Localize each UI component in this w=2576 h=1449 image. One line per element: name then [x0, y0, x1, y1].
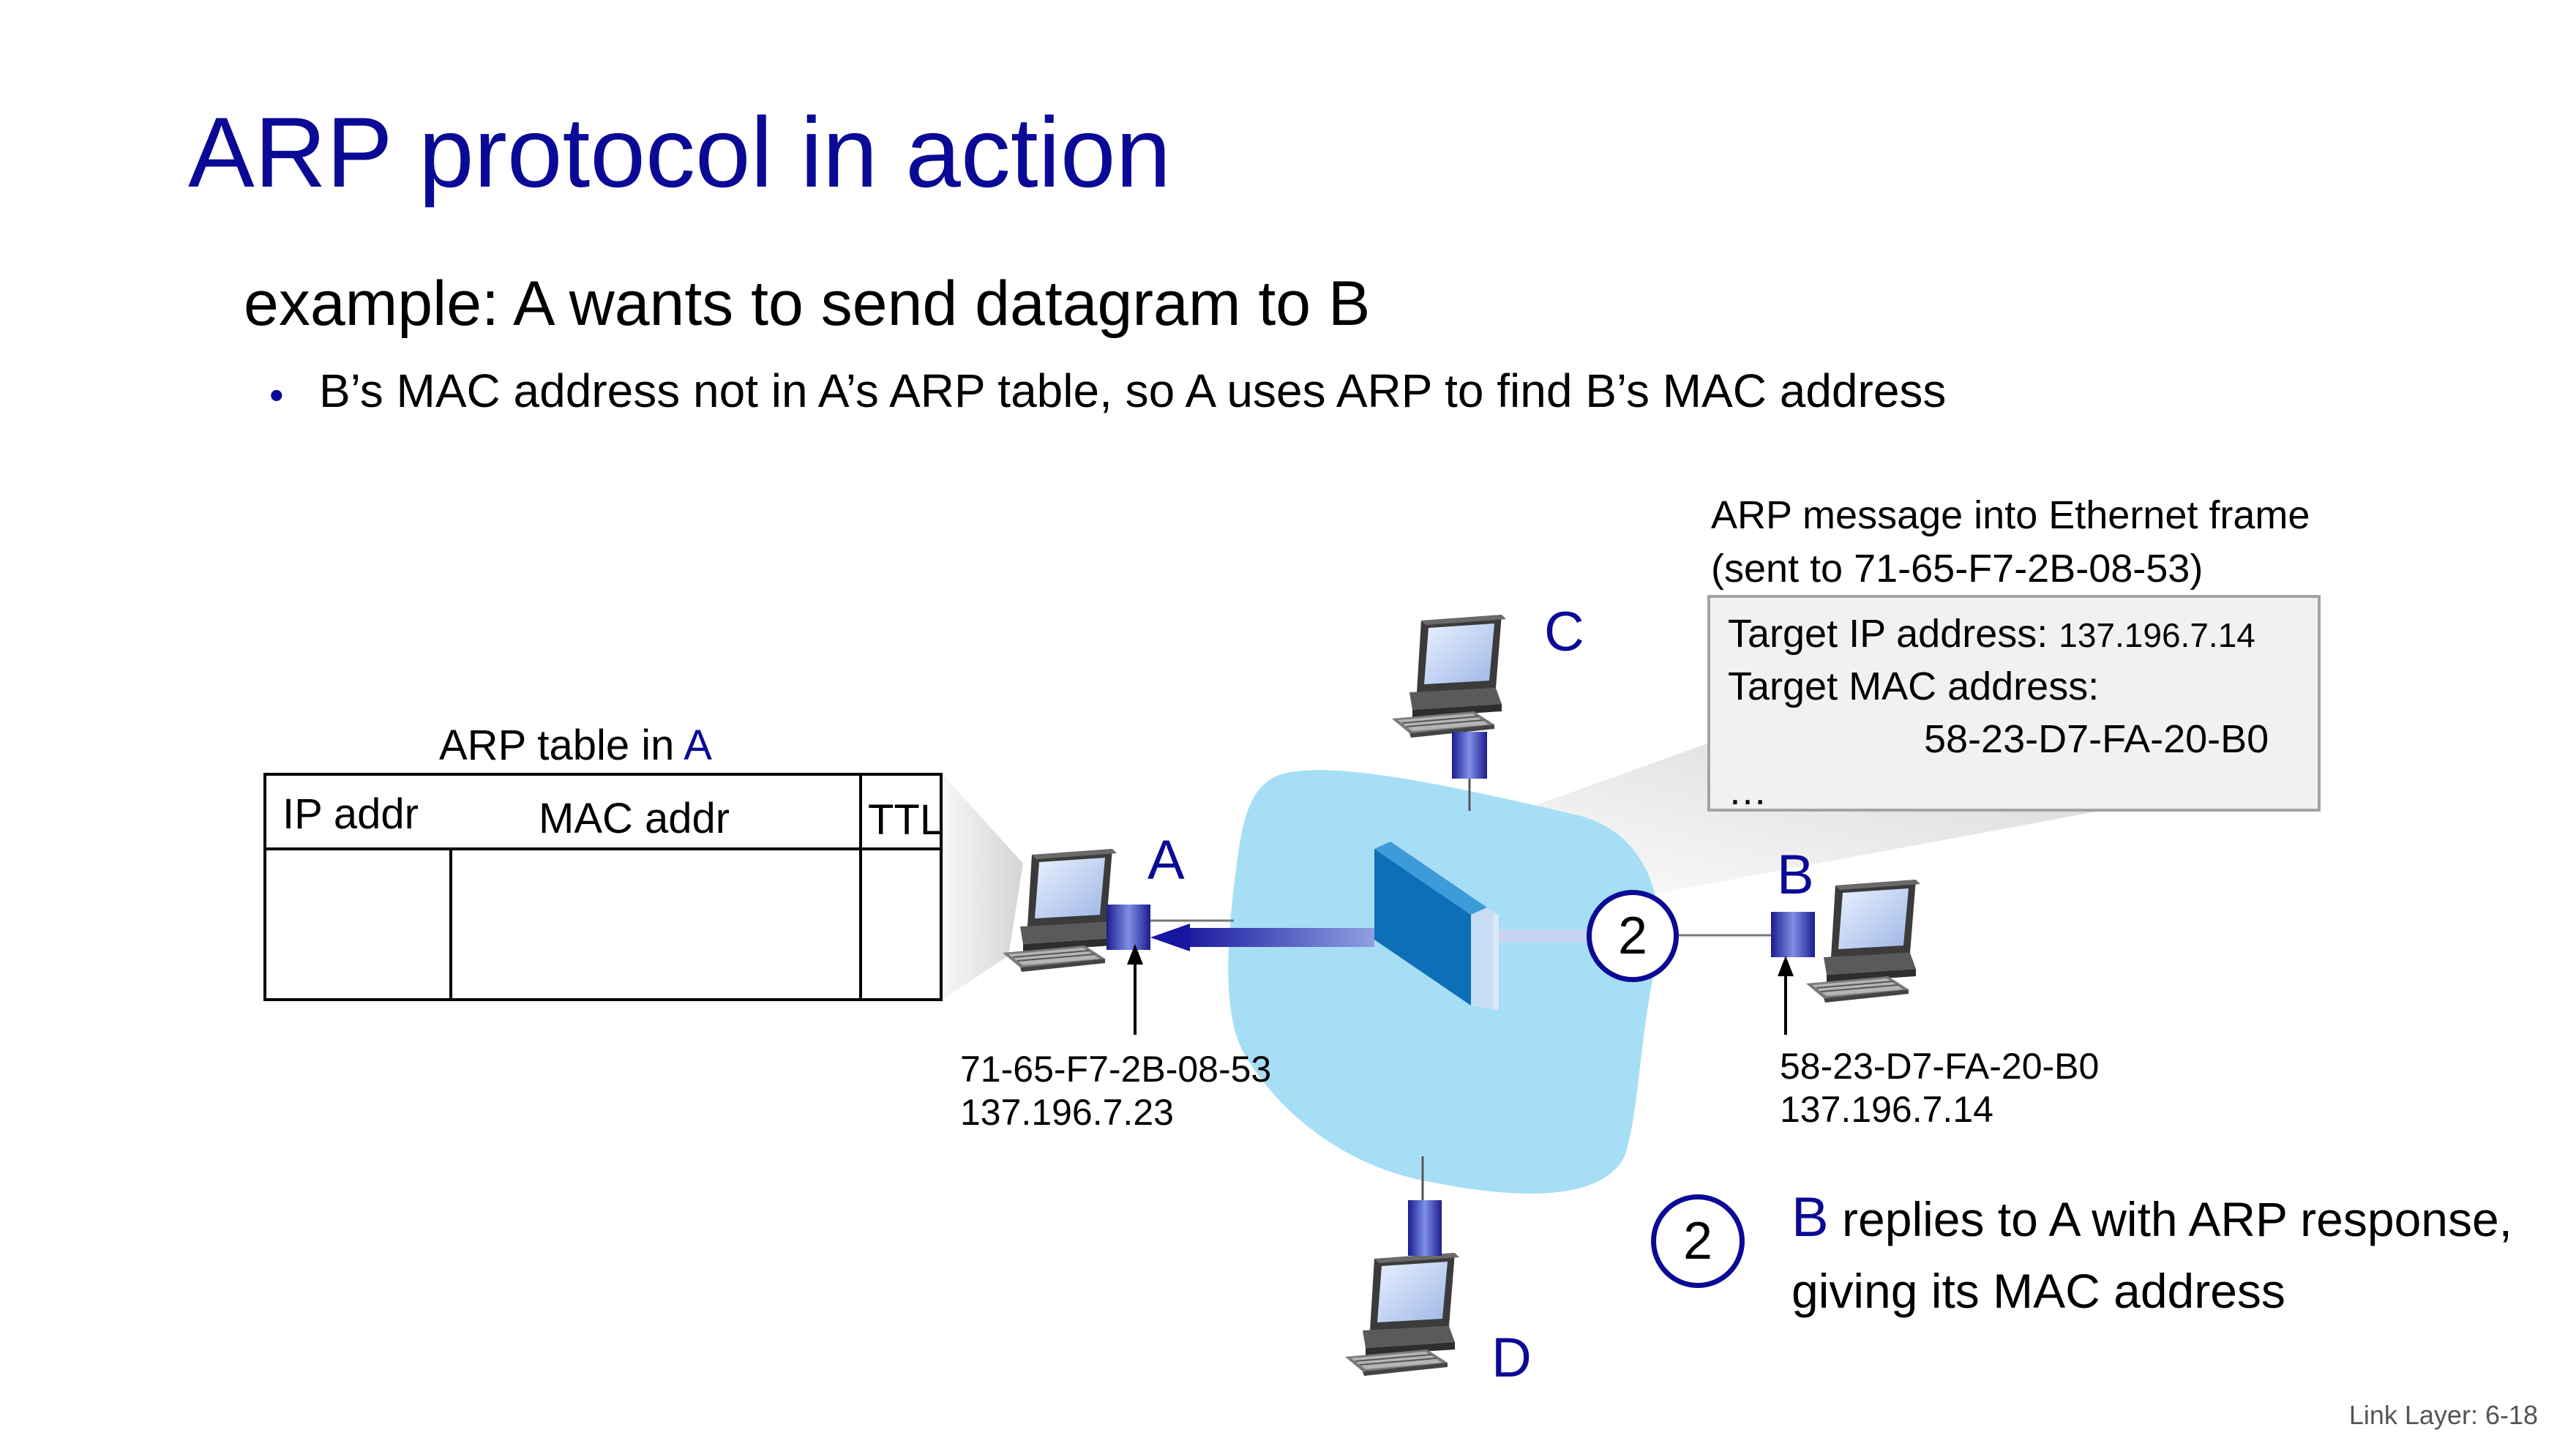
node-label-a: A [1147, 829, 1185, 891]
host-c-nic [1452, 732, 1487, 779]
message-caption-line1: ARP message into Ethernet frame [1711, 493, 2310, 537]
target-ip-row: Target IP address: 137.196.7.14 [1728, 608, 2300, 661]
message-caption: ARP message into Ethernet frame (sent to… [1711, 489, 2310, 596]
target-mac-value: 58-23-D7-FA-20-B0 [1924, 716, 2269, 761]
page-title: ARP protocol in action [188, 97, 1172, 208]
message-ellipsis: … [1728, 769, 1767, 814]
step-2-host: B [1791, 1186, 1829, 1248]
host-a-addresses: 71-65-F7-2B-08-53 137.196.7.23 [960, 1048, 1271, 1134]
ethernet-switch [1374, 842, 1499, 1010]
message-caption-line2: (sent to 71-65-F7-2B-08-53) [1711, 546, 2204, 591]
step-2-line1: B replies to A with ARP response, [1791, 1178, 2512, 1257]
step-2-marker-legend: 2 [1651, 1194, 1745, 1288]
target-ip-value: 137.196.7.14 [2059, 616, 2255, 654]
host-a-nic [1107, 905, 1150, 950]
arp-table-title-prefix: ARP table in [439, 722, 675, 769]
page-subtitle: example: A wants to send datagram to B [244, 269, 1371, 339]
host-d-computer [1344, 1252, 1460, 1377]
host-d-nic [1408, 1200, 1442, 1256]
arp-message-box: Target IP address: 137.196.7.14 Target M… [1707, 595, 2321, 813]
bullet-marker: • [269, 372, 284, 418]
host-b-nic [1771, 912, 1815, 957]
arp-table-header-ttl: TTL [868, 796, 944, 844]
host-b-addresses: 58-23-D7-FA-20-B0 137.196.7.14 [1780, 1045, 2099, 1131]
node-label-b: B [1777, 844, 1814, 906]
node-label-d: D [1491, 1327, 1532, 1389]
arp-table-header-mac: MAC addr [539, 795, 730, 842]
host-b-mac: 58-23-D7-FA-20-B0 [1780, 1046, 2100, 1087]
reply-arrow-shaft [1186, 928, 1374, 947]
slide-footer: Link Layer: 6-18 [2348, 1400, 2538, 1430]
host-a-ip: 137.196.7.23 [960, 1092, 1174, 1133]
reply-arrow-head [1150, 924, 1190, 951]
step-2-line2: giving its MAC address [1791, 1263, 2285, 1318]
host-c-computer [1391, 614, 1507, 738]
step-2-marker-diagram: 2 [1587, 890, 1679, 982]
host-b-computer [1805, 879, 1921, 1003]
host-b-ip: 137.196.7.14 [1780, 1089, 1993, 1130]
step-2-text1: replies to A with ARP response, [1842, 1192, 2513, 1246]
bullet-text: B’s MAC address not in A’s ARP table, so… [319, 364, 1947, 417]
arp-table-callout-beam [943, 774, 1023, 1000]
target-mac-label: Target MAC address: [1728, 664, 2100, 708]
target-ip-label: Target IP address: [1728, 612, 2048, 656]
arp-table-title: ARP table in A [439, 724, 712, 767]
arp-table: IP addr MAC addr TTL [263, 773, 943, 1001]
host-a-mac: 71-65-F7-2B-08-53 [960, 1049, 1272, 1090]
node-label-c: C [1544, 601, 1584, 663]
arp-table-header-ip: IP addr [282, 790, 419, 838]
arp-table-title-host: A [684, 722, 712, 769]
step-2-description: B replies to A with ARP response, giving… [1791, 1178, 2512, 1326]
